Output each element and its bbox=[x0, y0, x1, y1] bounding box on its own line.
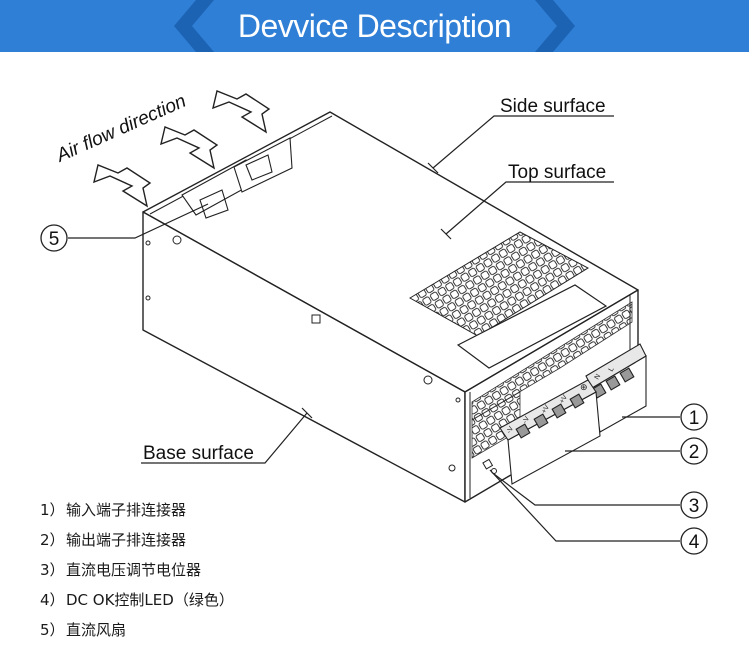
banner-background bbox=[0, 0, 749, 52]
component-legend: 1）输入端子排连接器 2）输出端子排连接器 3）直流电压调节电位器 4）DC O… bbox=[40, 495, 440, 645]
mark-l: L bbox=[608, 366, 616, 373]
airflow-arrow-2 bbox=[160, 126, 219, 170]
mark-plus-v-2: +V bbox=[559, 394, 570, 405]
mark-n: N bbox=[594, 373, 603, 381]
svg-text:5: 5 bbox=[49, 229, 60, 250]
top-surface-label: Top surface bbox=[508, 162, 606, 183]
airflow-arrows bbox=[93, 90, 271, 208]
svg-text:2: 2 bbox=[689, 442, 700, 463]
top-vents bbox=[409, 231, 608, 369]
terminal-marks: -V -V +V +V ⊕ N L bbox=[506, 366, 616, 435]
label-window bbox=[456, 284, 608, 369]
legend-item-1: 1）输入端子排连接器 bbox=[40, 501, 187, 519]
callout-1: 1 bbox=[680, 403, 708, 431]
callout-leaders bbox=[68, 203, 680, 542]
callout-3: 3 bbox=[680, 491, 708, 519]
mark-ground: ⊕ bbox=[580, 382, 588, 392]
svg-text:1: 1 bbox=[689, 408, 700, 429]
legend-item-4: 4）DC OK控制LED（绿色） bbox=[40, 591, 234, 609]
callout-5: 5 bbox=[40, 224, 68, 252]
svg-text:3: 3 bbox=[689, 496, 700, 517]
fan-openings bbox=[181, 137, 293, 219]
input-terminal-block bbox=[585, 343, 647, 433]
airflow-arrow-1 bbox=[93, 164, 152, 208]
legend-item-3: 3）直流电压调节电位器 bbox=[40, 561, 202, 579]
output-terminal-block bbox=[499, 379, 601, 485]
callout-2: 2 bbox=[680, 437, 708, 465]
banner-title: Devvice Description bbox=[237, 8, 512, 44]
base-surface-label: Base surface bbox=[143, 443, 254, 464]
airflow-arrow-3 bbox=[212, 90, 271, 134]
callouts: 5 1 2 3 4 bbox=[40, 224, 708, 555]
surface-labels bbox=[141, 115, 614, 464]
screws bbox=[145, 235, 461, 472]
legend-item-5: 5）直流风扇 bbox=[40, 621, 127, 639]
banner-right-chevron bbox=[535, 0, 575, 52]
title-banner bbox=[0, 0, 749, 52]
mark-minus-v-2: -V bbox=[522, 415, 532, 425]
side-surface-label: Side surface bbox=[500, 96, 606, 117]
banner-left-chevron bbox=[174, 0, 214, 52]
mark-minus-v-1: -V bbox=[506, 425, 516, 435]
device-diagram: -V -V +V +V ⊕ N L Air flow direction Sid… bbox=[40, 90, 708, 555]
callout-4: 4 bbox=[680, 527, 708, 555]
legend-item-2: 2）输出端子排连接器 bbox=[40, 531, 187, 549]
mark-plus-v-1: +V bbox=[541, 404, 552, 415]
svg-text:4: 4 bbox=[689, 532, 700, 553]
